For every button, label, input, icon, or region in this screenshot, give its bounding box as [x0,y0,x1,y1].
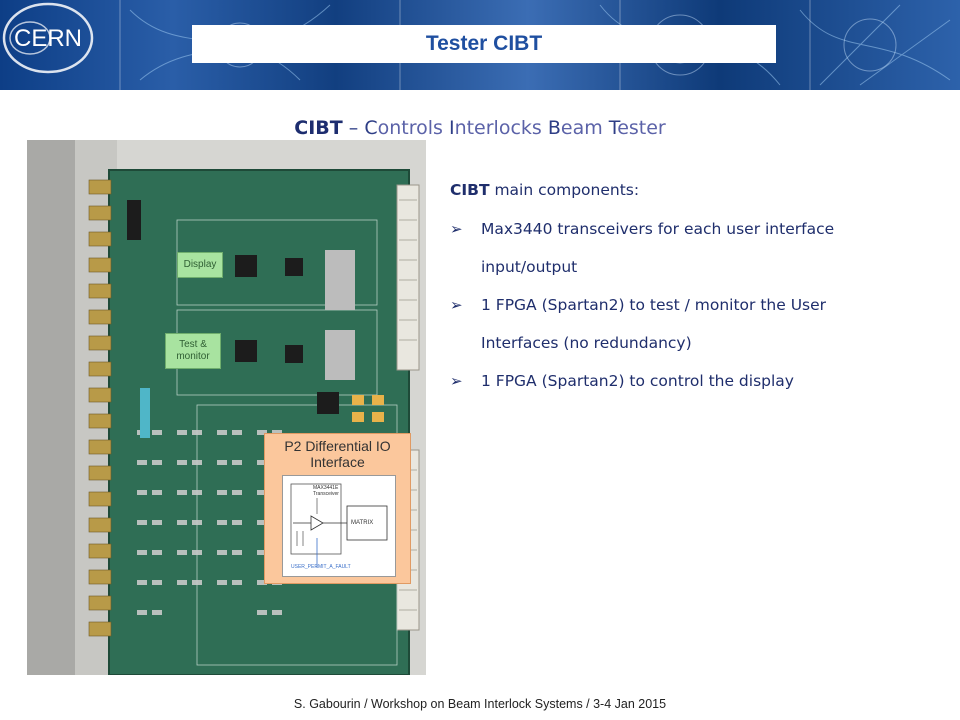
p2-interface-title: P2 Differential IO Interface [284,438,391,470]
header-banner: CERN Tester CIBT [0,0,960,90]
list-item-line2: input/output [481,258,578,276]
display-fpga-label: Display [177,252,223,278]
components-list: CIBT main components: ➢ Max3440 transcei… [450,180,890,400]
arrow-bullet-icon: ➢ [450,372,463,390]
subtitle-initial-i: I [448,117,455,139]
list-item: ➢ Max3440 transceivers for each user int… [450,210,890,286]
subtitle-dash: – [342,117,365,139]
schematic-matrix-label: MATRIX [351,520,374,526]
schematic-drawing [290,483,388,568]
slide-title-box: Tester CIBT [192,25,776,63]
p2-schematic: MAX3441E Transceiver MATRIX USER_PERMIT_… [282,475,396,577]
arrow-bullet-icon: ➢ [450,220,463,238]
schematic-chip-label: MAX3441E Transceiver [313,485,339,497]
cern-logo-icon: CERN [2,2,94,74]
subtitle-word-tester: ester [617,117,666,139]
subtitle-acronym: CIBT [294,117,343,139]
components-heading: CIBT main components: [450,180,890,200]
list-item: ➢ 1 FPGA (Spartan2) to test / monitor th… [450,286,890,362]
list-item-line1: Max3440 transceivers for each user inter… [481,220,835,238]
pcb-illustration [27,140,426,675]
board-photo: Display Test & monitor P2 Differential I… [27,140,426,675]
cern-logo-text: CERN [14,25,82,52]
list-item-line1: 1 FPGA (Spartan2) to test / monitor the … [481,296,827,314]
subtitle-word-controls: ontrols [377,117,449,139]
test-monitor-fpga-label: Test & monitor [165,333,221,369]
subtitle-initial-b: B [547,117,561,139]
subtitle-word-interlocks: nterlocks [454,117,548,139]
list-item-line1: 1 FPGA (Spartan2) to control the display [481,372,794,390]
slide-title: Tester CIBT [425,32,543,55]
subtitle-word-beam: eam [560,117,609,139]
list-item: ➢ 1 FPGA (Spartan2) to control the displ… [450,362,890,400]
p2-interface-callout: P2 Differential IO Interface MAX3441E Tr… [264,433,411,584]
slide-footer: S. Gabourin / Workshop on Beam Interlock… [293,697,667,711]
subtitle-initial-c: C [364,117,378,139]
components-heading-rest: main components: [489,181,640,199]
slide-subtitle: CIBT – Controls Interlocks Beam Tester [0,117,960,139]
components-heading-bold: CIBT [450,181,490,199]
list-item-line2: Interfaces (no redundancy) [481,334,692,352]
schematic-signal-label: USER_PERMIT_A_FAULT [291,564,351,570]
subtitle-initial-t: T [608,117,618,139]
arrow-bullet-icon: ➢ [450,296,463,314]
